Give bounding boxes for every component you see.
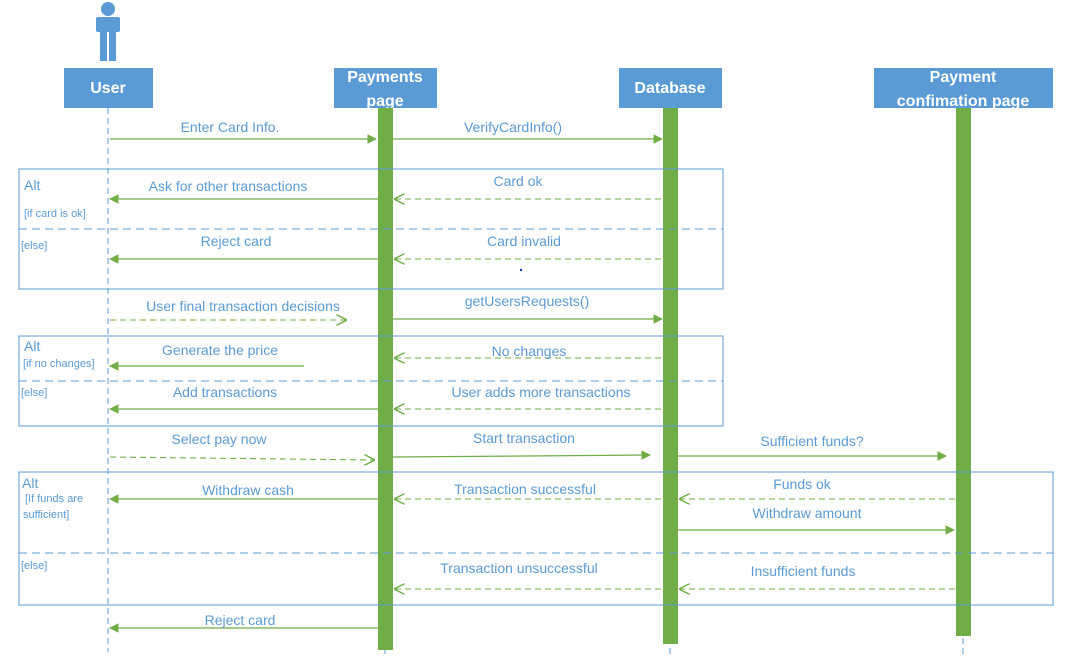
svg-text:Withdraw amount: Withdraw amount bbox=[753, 505, 862, 521]
alt-condition-line2: sufficient] bbox=[23, 509, 69, 521]
message-ask-other-transactions: Ask for other transactions bbox=[109, 178, 378, 204]
participant-database: Database bbox=[619, 68, 722, 108]
message-insufficient-funds: Insufficient funds bbox=[680, 563, 955, 589]
svg-text:User adds more transactions: User adds more transactions bbox=[452, 384, 631, 400]
message-funds-ok: Funds ok bbox=[680, 476, 955, 499]
svg-text:Funds ok: Funds ok bbox=[773, 476, 832, 492]
person-icon bbox=[96, 2, 120, 61]
message-transaction-unsuccessful: Transaction unsuccessful bbox=[395, 560, 661, 589]
participant-payments-page-label-line1: Payments bbox=[347, 69, 423, 86]
svg-text:Card invalid: Card invalid bbox=[487, 233, 561, 249]
message-get-users-requests: getUsersRequests() bbox=[393, 293, 663, 324]
else-condition: [else] bbox=[21, 560, 47, 572]
alt-frame-title: Alt bbox=[24, 177, 40, 193]
participant-database-label: Database bbox=[634, 80, 705, 97]
svg-text:Enter Card Info.: Enter Card Info. bbox=[181, 119, 280, 135]
message-user-adds-transactions: User adds more transactions bbox=[395, 384, 661, 409]
svg-text:Generate the price: Generate the price bbox=[162, 342, 278, 358]
svg-text:Transaction unsuccessful: Transaction unsuccessful bbox=[440, 560, 597, 576]
activation-payments-page bbox=[378, 108, 393, 650]
activation-database bbox=[663, 108, 678, 644]
participant-confirmation-page: Payment confimation page bbox=[874, 68, 1053, 110]
message-enter-card-info: Enter Card Info. bbox=[110, 119, 377, 144]
alt-condition: [if card is ok] bbox=[24, 208, 86, 220]
svg-text:User final transaction decisio: User final transaction decisions bbox=[146, 298, 340, 314]
message-no-changes: No changes bbox=[395, 343, 661, 359]
svg-text:Start transaction: Start transaction bbox=[473, 430, 575, 446]
alt-frame-card-check: Alt [if card is ok] [else] bbox=[18, 168, 724, 290]
alt-frame-title: Alt bbox=[22, 475, 38, 491]
message-select-pay-now: Select pay now bbox=[109, 431, 374, 460]
svg-text:Insufficient funds: Insufficient funds bbox=[751, 563, 856, 579]
svg-text:Add transactions: Add transactions bbox=[173, 384, 277, 400]
svg-text:VerifyCardInfo(): VerifyCardInfo() bbox=[464, 119, 562, 135]
message-add-transactions: Add transactions bbox=[109, 384, 378, 414]
svg-text:Withdraw cash: Withdraw cash bbox=[202, 482, 294, 498]
message-sufficient-funds: Sufficient funds? bbox=[678, 433, 947, 461]
participant-user-label: User bbox=[90, 80, 126, 97]
alt-condition: [if no changes] bbox=[23, 358, 95, 370]
participant-payments-page: Payments page bbox=[334, 68, 437, 110]
message-withdraw-cash: Withdraw cash bbox=[109, 482, 378, 504]
svg-text:Card ok: Card ok bbox=[493, 173, 543, 189]
alt-condition-line1: [If funds are bbox=[25, 493, 83, 505]
message-withdraw-amount: Withdraw amount bbox=[678, 505, 955, 535]
message-user-final-decisions: User final transaction decisions bbox=[110, 298, 346, 320]
svg-text:No changes: No changes bbox=[492, 343, 567, 359]
alt-frame-title: Alt bbox=[24, 338, 40, 354]
svg-text:Sufficient funds?: Sufficient funds? bbox=[760, 433, 863, 449]
participant-confirmation-page-label-line2: confimation page bbox=[897, 93, 1030, 110]
activation-confirmation-page bbox=[956, 108, 971, 636]
message-card-invalid: Card invalid bbox=[395, 233, 661, 259]
message-start-transaction: Start transaction bbox=[392, 430, 651, 460]
svg-text:Reject card: Reject card bbox=[201, 233, 272, 249]
svg-text:Select pay now: Select pay now bbox=[172, 431, 268, 447]
message-reject-card-1: Reject card bbox=[109, 233, 378, 264]
svg-text:Transaction successful: Transaction successful bbox=[454, 481, 596, 497]
alt-frame-changes-check: Alt [if no changes] [else] bbox=[18, 335, 724, 427]
svg-text:Ask for other transactions: Ask for other transactions bbox=[149, 178, 308, 194]
message-generate-price: Generate the price bbox=[109, 342, 304, 371]
else-condition: [else] bbox=[21, 240, 47, 252]
message-card-ok: Card ok bbox=[395, 173, 661, 199]
message-reject-card-2: Reject card bbox=[109, 612, 378, 633]
participant-payments-page-label-line2: page bbox=[366, 93, 403, 110]
message-verify-card-info: VerifyCardInfo() bbox=[393, 119, 663, 144]
participant-confirmation-page-label-line1: Payment bbox=[930, 69, 997, 86]
svg-text:Reject card: Reject card bbox=[205, 612, 276, 628]
svg-text:getUsersRequests(): getUsersRequests() bbox=[465, 293, 590, 309]
message-transaction-successful: Transaction successful bbox=[395, 481, 661, 499]
alt-frame-funds-check: Alt [If funds are sufficient] [else] bbox=[18, 471, 1054, 606]
participant-user: User bbox=[64, 68, 153, 108]
else-condition: [else] bbox=[21, 387, 47, 399]
